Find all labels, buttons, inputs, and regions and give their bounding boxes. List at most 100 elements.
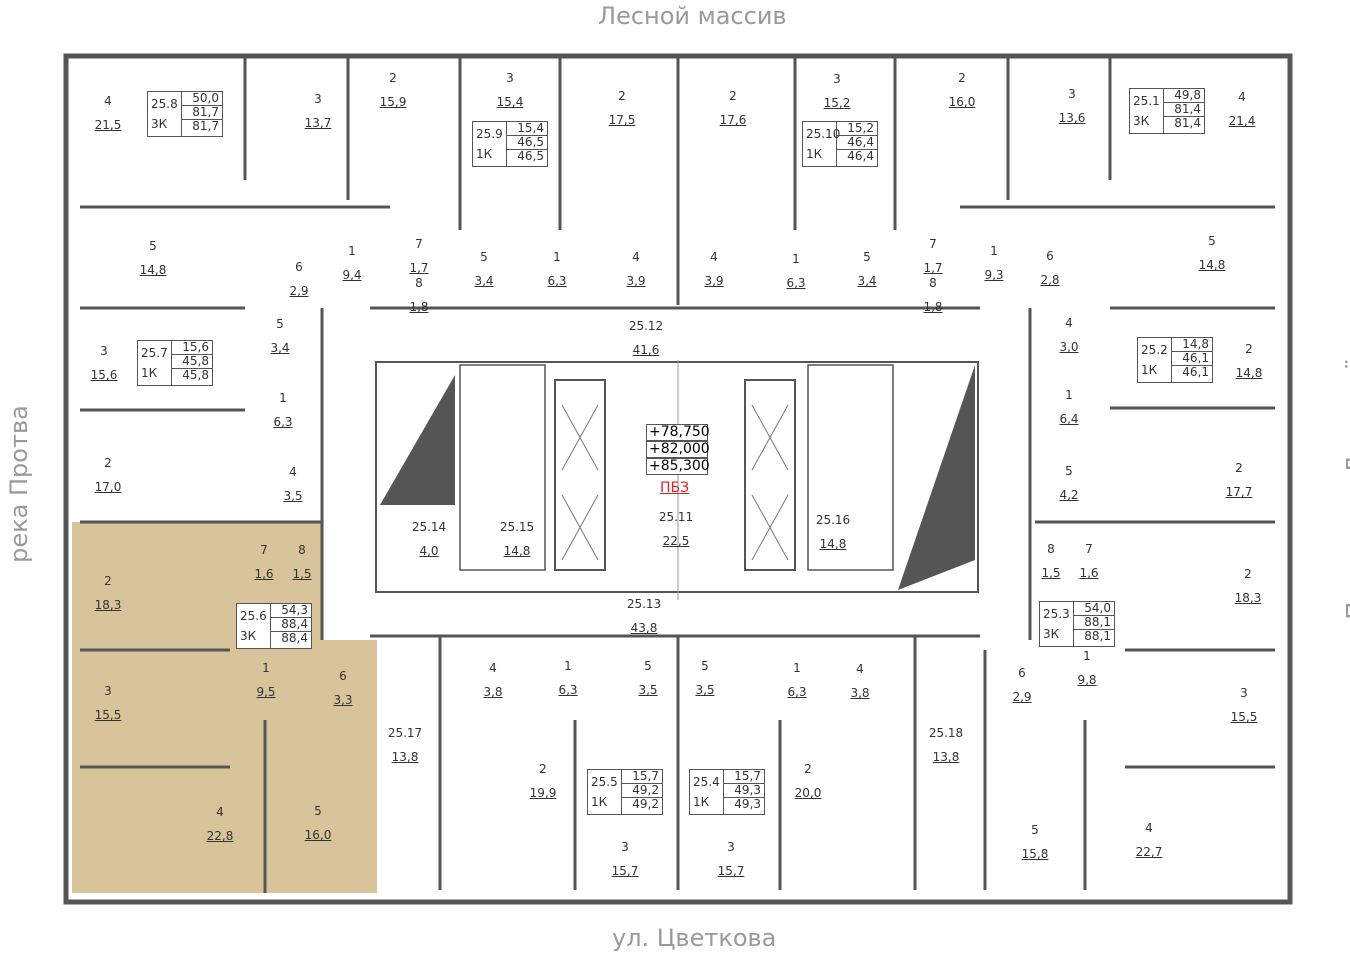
apartment-type: 1К — [693, 795, 710, 809]
room-number: 4 — [632, 250, 640, 264]
room-number: 25.13 — [626, 597, 662, 611]
room-number: 1 — [792, 252, 800, 266]
room-area: 3,4 — [857, 274, 877, 288]
room-area: 3,3 — [333, 693, 353, 707]
room-number: 2 — [104, 574, 112, 588]
room-area: 3,9 — [626, 274, 646, 288]
room-number: 7 — [260, 543, 268, 557]
room-area: 3,4 — [474, 274, 494, 288]
room-number: 2 — [1235, 461, 1243, 475]
orientation-right: Площадь у Дома учёных — [1341, 308, 1350, 620]
room-number: 3 — [314, 92, 322, 106]
room-area: 1,7 — [409, 261, 429, 275]
room-area: 1,7 — [923, 261, 943, 275]
room-area: 6,3 — [273, 415, 293, 429]
room-number: 3 — [104, 684, 112, 698]
room-area: 17,5 — [608, 113, 636, 127]
room-number: 6 — [1018, 666, 1026, 680]
apartment-type: 3К — [1043, 627, 1060, 641]
room-area: 1,5 — [292, 567, 312, 581]
room-area: 18,3 — [1234, 591, 1262, 605]
room-number: 1 — [990, 244, 998, 258]
room-area: 21,5 — [94, 118, 122, 132]
room-area: 1,8 — [923, 300, 943, 314]
total-area: 88,1 — [1074, 616, 1114, 630]
room-number: 25.16 — [815, 513, 851, 527]
room-number: 1 — [348, 244, 356, 258]
room-number: 2 — [389, 71, 397, 85]
room-number: 3 — [1068, 87, 1076, 101]
room-number: 3 — [621, 840, 629, 854]
room-area: 3,8 — [483, 685, 503, 699]
total-area-balcony: 46,4 — [847, 149, 874, 163]
fire-zone-label: ПБЗ — [660, 480, 690, 496]
room-area: 14,8 — [503, 544, 531, 558]
total-area-balcony: 46,1 — [1182, 365, 1209, 379]
room-number: 8 — [298, 543, 306, 557]
room-area: 2,8 — [1040, 273, 1060, 287]
room-area: 15,5 — [94, 708, 122, 722]
elevation-mark: +78,750 — [646, 424, 710, 441]
room-number: 5 — [480, 250, 488, 264]
apartment-id: 25.2 — [1141, 343, 1168, 357]
total-area: 46,5 — [507, 136, 547, 150]
room-number: 7 — [415, 237, 423, 251]
total-area-balcony: 49,2 — [632, 797, 659, 811]
orientation-top: Лесной массив — [598, 2, 787, 30]
apartment-type: 3К — [1133, 114, 1150, 128]
room-number: 1 — [564, 659, 572, 673]
shaft-left — [380, 375, 455, 505]
room-number: 25.18 — [928, 726, 964, 740]
room-area: 17,6 — [719, 113, 747, 127]
total-area: 81,7 — [182, 106, 222, 120]
room-number: 4 — [856, 662, 864, 676]
room-area: 3,5 — [695, 683, 715, 697]
living-area: 15,6 — [172, 341, 212, 355]
room-area: 6,3 — [547, 274, 567, 288]
room-number: 3 — [506, 71, 514, 85]
apartment-type: 1К — [806, 147, 823, 161]
room-number: 5 — [149, 239, 157, 253]
total-area-balcony: 49,3 — [734, 797, 761, 811]
room-area: 3,5 — [283, 489, 303, 503]
apartment-id: 25.10 — [806, 127, 841, 141]
apartment-type: 1К — [591, 795, 608, 809]
room-area: 3,8 — [850, 686, 870, 700]
room-number: 5 — [1065, 464, 1073, 478]
room-area: 6,3 — [558, 683, 578, 697]
total-area: 49,2 — [622, 784, 662, 798]
